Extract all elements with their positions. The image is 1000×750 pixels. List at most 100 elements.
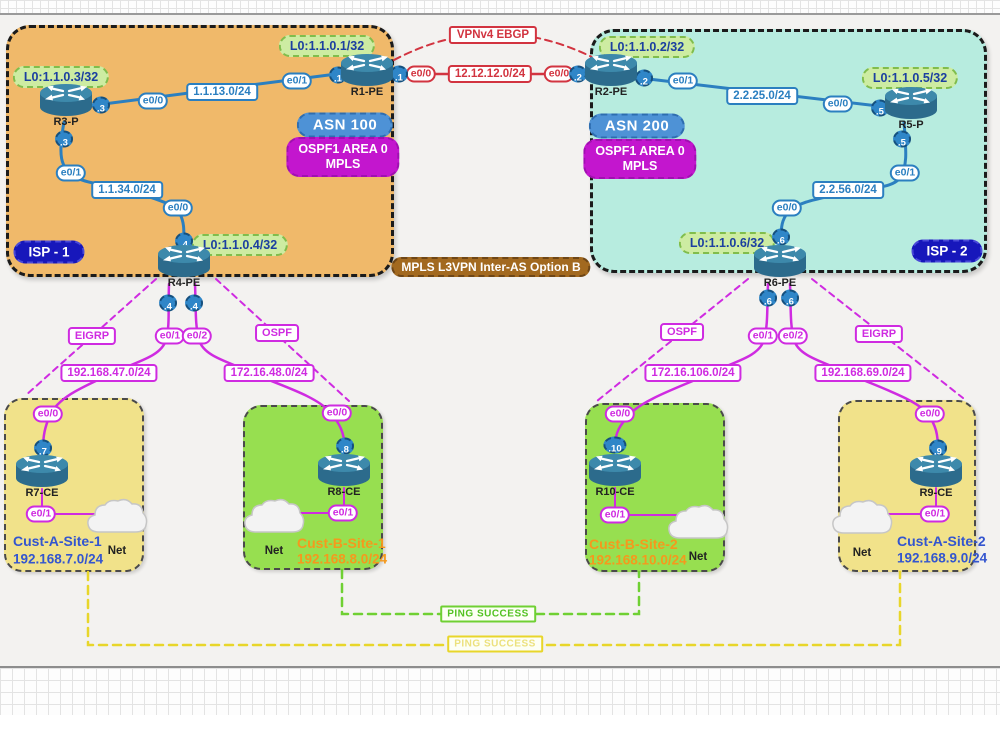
interface-badge: e0/0 (405, 65, 437, 83)
router-icon (16, 455, 68, 487)
routing-protocol-label: EIGRP (67, 327, 117, 345)
net-cloud-label: Net (852, 547, 872, 559)
diagram-title-badge: MPLS L3VPN Inter-AS Option B (391, 257, 591, 277)
router-r7-ce (13, 451, 71, 491)
network-label: 2.2.25.0/24 (726, 87, 798, 105)
interface-badge: e0/2 (181, 327, 213, 345)
interface-badge: e0/1 (667, 72, 699, 90)
router-name-label: R2-PE (594, 86, 628, 98)
routing-protocol-label: EIGRP (854, 325, 904, 343)
routing-protocol-label: OSPF (255, 324, 299, 342)
net-cloud (242, 497, 306, 539)
interface-badge: e0/0 (137, 92, 169, 110)
router-name-label: R5-P (898, 119, 924, 131)
router-name-label: R3-P (53, 116, 79, 128)
interface-ip-dot: .6 (772, 228, 790, 247)
interface-badge: e0/1 (747, 327, 779, 345)
net-cloud (830, 498, 894, 540)
router-name-label: R1-PE (350, 86, 384, 98)
interface-badge: e0/1 (889, 164, 921, 182)
loopback-label: L0:1.1.0.6/32 (678, 232, 776, 254)
site-name-label: Cust-B-Site-1 (297, 535, 386, 551)
router-icon (158, 245, 210, 277)
router-icon (589, 454, 641, 486)
interface-ip-dot: .3 (55, 130, 73, 149)
loopback-label: L0:1.1.0.4/32 (191, 234, 289, 256)
interface-badge: e0/2 (777, 327, 809, 345)
site-name-label: Cust-A-Site-1 (13, 533, 102, 549)
cloud-icon (87, 498, 148, 533)
router-r1-pe (338, 50, 396, 90)
net-cloud-label: Net (688, 551, 708, 563)
router-name-label: R6-PE (763, 277, 797, 289)
interface-badge: e0/1 (327, 504, 359, 522)
router-icon (885, 87, 937, 119)
interface-ip-dot: .4 (159, 294, 177, 313)
site-name-label: Cust-B-Site-2 (589, 536, 678, 552)
site-subnet-label: 192.168.8.0/24 (297, 551, 388, 567)
cloud-icon (832, 499, 893, 534)
network-label: 2.2.56.0/24 (812, 181, 884, 199)
router-r9-ce (907, 451, 965, 491)
net-cloud (666, 503, 730, 545)
interface-badge: e0/1 (919, 505, 951, 523)
net-cloud-label: Net (107, 545, 127, 557)
network-label: 172.16.106.0/24 (644, 364, 742, 382)
interface-badge: e0/1 (154, 327, 186, 345)
routing-protocol-label: OSPF (660, 323, 704, 341)
net-cloud (85, 497, 149, 539)
interface-ip-dot: .6 (781, 289, 799, 308)
router-name-label: R9-CE (919, 487, 953, 499)
interface-badge: e0/0 (914, 405, 946, 423)
ping-success-label: PING SUCCESS (447, 635, 543, 653)
isp-name-badge: ISP - 1 (13, 240, 85, 264)
interface-badge: e0/1 (55, 164, 87, 182)
interface-badge: e0/0 (771, 199, 803, 217)
router-icon (910, 455, 962, 487)
loopback-label: L0:1.1.0.1/32 (278, 35, 376, 57)
interface-ip-dot: .4 (185, 294, 203, 313)
router-name-label: R7-CE (25, 487, 59, 499)
router-icon (341, 54, 393, 86)
interface-ip-dot: .10 (603, 436, 627, 455)
router-r10-ce (586, 450, 644, 490)
ping-success-label: PING SUCCESS (440, 605, 536, 623)
cloud-icon (668, 504, 729, 539)
interface-ip-dot: .8 (336, 437, 354, 456)
network-label: 192.168.69.0/24 (814, 364, 912, 382)
router-r6-pe (751, 241, 809, 281)
interface-badge: e0/1 (25, 505, 57, 523)
router-icon (754, 245, 806, 277)
site-subnet-label: 192.168.9.0/24 (897, 550, 988, 566)
router-name-label: R10-CE (595, 486, 635, 498)
site-subnet-label: 192.168.7.0/24 (13, 551, 104, 567)
interface-badge: e0/0 (162, 199, 194, 217)
interface-ip-dot: .3 (92, 96, 110, 115)
ospf-area-label: OSPF1 AREA 0 (298, 142, 388, 156)
asn-badge: ASN 100 (296, 112, 394, 138)
loopback-label: L0:1.1.0.2/32 (598, 36, 696, 58)
network-label: 1.1.13.0/24 (186, 83, 258, 101)
grid-strip-bottom (0, 666, 1000, 717)
router-r2-pe (582, 50, 640, 90)
mpls-label: MPLS (325, 157, 361, 171)
cloud-icon (244, 498, 305, 533)
router-name-label: R4-PE (167, 277, 201, 289)
page-bottom (0, 715, 1000, 750)
net-cloud-label: Net (264, 545, 284, 557)
router-r3-p (37, 80, 95, 120)
site-subnet-label: 192.168.10.0/24 (589, 552, 687, 568)
network-label: 192.168.47.0/24 (60, 364, 158, 382)
mpls-label: MPLS (622, 159, 658, 173)
grid-strip-top (0, 0, 1000, 15)
interface-badge: e0/0 (604, 405, 636, 423)
interface-badge: e0/1 (599, 506, 631, 524)
interface-ip-dot: .5 (893, 130, 911, 149)
router-icon (585, 54, 637, 86)
interface-ip-dot: .6 (759, 289, 777, 308)
router-icon (40, 84, 92, 116)
interface-badge: e0/0 (321, 404, 353, 422)
